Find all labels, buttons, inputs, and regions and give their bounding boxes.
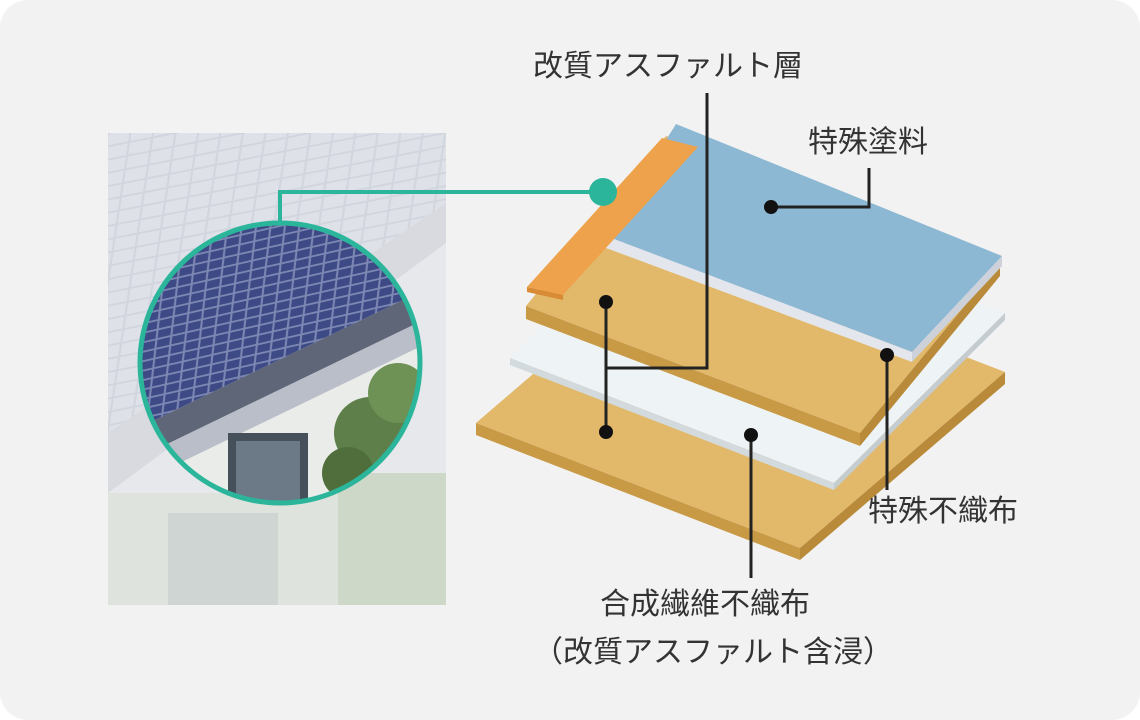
leader-lines (604, 93, 889, 578)
zoom-circle-icon (137, 220, 423, 506)
label-special-nonwoven: 特殊不織布 (868, 494, 1018, 529)
label-synthetic-fiber-nonwoven: 合成繊維不織布 (600, 587, 810, 622)
orange-edge-strip (527, 138, 698, 300)
rooftop-photo-image (108, 133, 446, 605)
teal-dot-icon (589, 178, 617, 206)
label-special-paint: 特殊塗料 (808, 125, 928, 160)
label-synthetic-fiber-note: （改質アスファルト含浸） (533, 635, 893, 670)
rooftop-photo (108, 133, 446, 605)
leader-dots (599, 200, 894, 442)
connector-line (278, 190, 603, 222)
label-modified-asphalt-layer: 改質アスファルト層 (533, 49, 803, 84)
special-paint-layer (606, 124, 1002, 362)
